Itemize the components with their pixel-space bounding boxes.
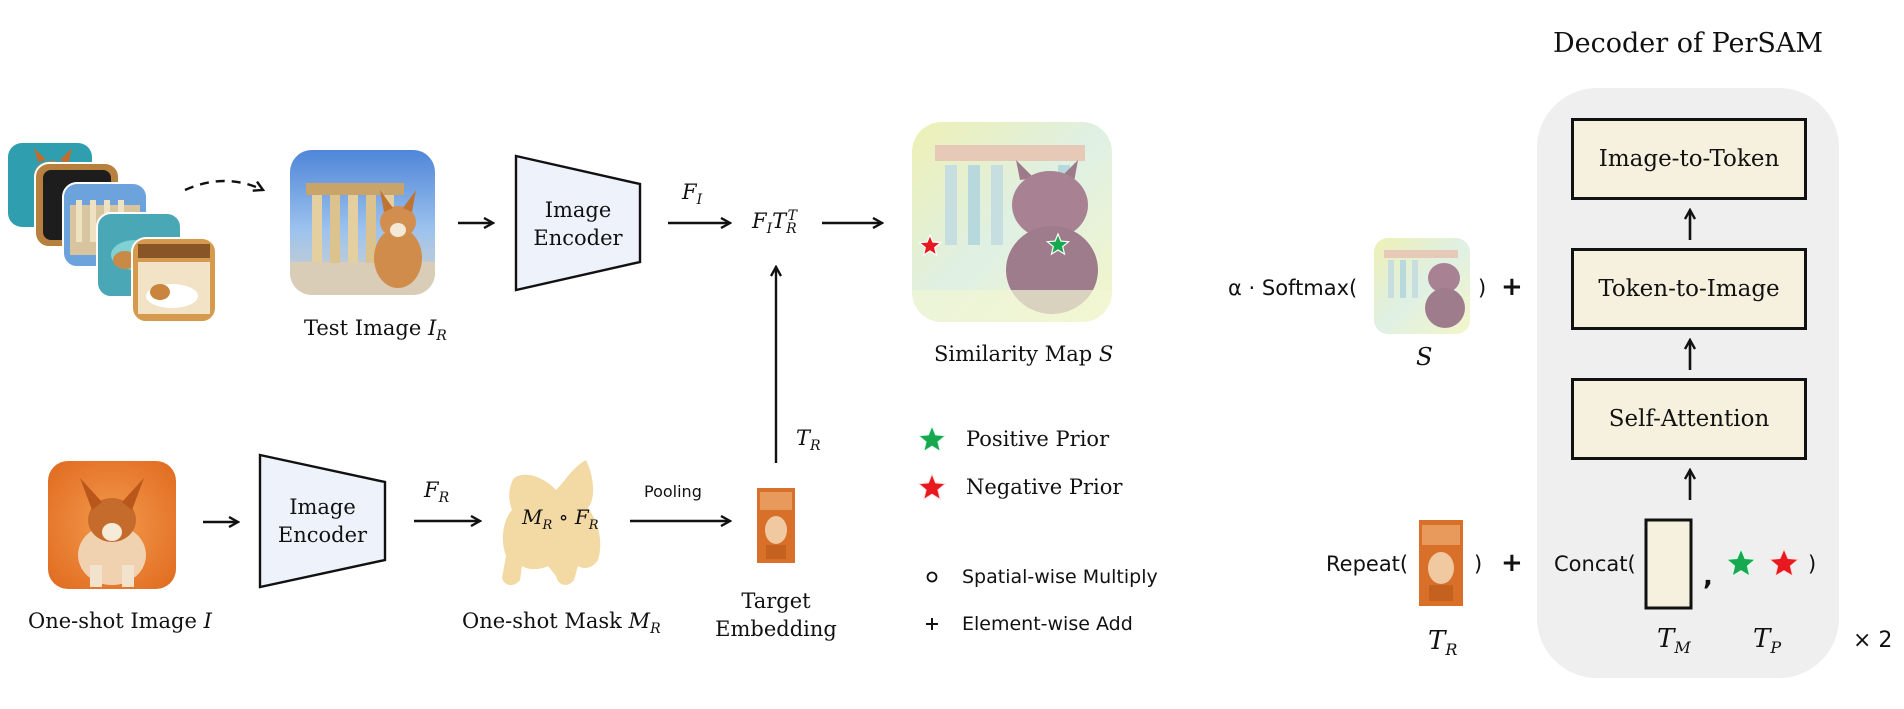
product-f: F [752, 209, 767, 233]
mask-formula-msub: R [542, 518, 553, 533]
similarity-label-text: Similarity Map [934, 342, 1093, 366]
oneshot-image-label-text: One-shot Image [28, 609, 197, 633]
oneshot-mask-shape [502, 460, 601, 586]
tr-label: TR [796, 426, 821, 454]
legend-negative-star-icon [917, 472, 947, 501]
stack-dashed-arrow [184, 179, 263, 190]
mask-formula-op: ∘ [558, 505, 569, 529]
product-sub2: R [786, 221, 797, 238]
tm-symbol-letter: T [1657, 624, 1675, 654]
tp-negative-star-icon [1768, 547, 1800, 578]
tm-symbol: TM [1657, 624, 1691, 657]
fr-label-letter: F [424, 478, 439, 502]
oneshot-image-symbol: I [203, 609, 212, 633]
tm-symbol-sub: M [1674, 638, 1691, 658]
tr-label-sub: R [810, 438, 821, 455]
mask-formula-f: F [574, 505, 589, 529]
block-image-to-token: Image-to-Token [1571, 118, 1807, 200]
target-embedding-image [757, 488, 795, 563]
target-line2: Embedding [715, 617, 837, 641]
mask-symbol: M [628, 609, 651, 633]
concat-label: Concat( [1554, 552, 1636, 576]
test-image-label-text: Test Image [304, 316, 422, 340]
tm-token-box [1644, 518, 1693, 610]
legend-add-label: Element-wise Add [962, 613, 1133, 635]
stack-image-5 [131, 237, 217, 323]
tr-symbol-sub: R [1445, 640, 1458, 660]
block-token-to-image: Token-to-Image [1571, 248, 1807, 330]
target-line1: Target [741, 589, 811, 613]
test-image-symbol: I [427, 316, 437, 340]
pooling-label: Pooling [644, 482, 702, 501]
legend-negative-label: Negative Prior [966, 475, 1123, 499]
plus-sign-bottom: + [1501, 548, 1523, 578]
small-similarity-map [1374, 238, 1470, 334]
tr-label-letter: T [796, 426, 811, 450]
legend-add-icon [926, 618, 938, 630]
bottom-encoder-line2: Encoder [277, 523, 368, 547]
fr-label: FR [424, 478, 449, 506]
legend-positive-star-icon [917, 424, 947, 453]
similarity-map [912, 122, 1112, 322]
mask-symbol-sub: R [650, 621, 661, 638]
repeat-count-label: × 2 [1853, 628, 1893, 653]
mask-formula: MR ∘ FR [522, 505, 599, 533]
bottom-encoder-line1: Image [289, 495, 356, 519]
similarity-label: Similarity Map S [934, 342, 1113, 366]
small-target-embedding [1419, 520, 1463, 606]
fi-label-letter: F [682, 180, 697, 204]
concat-comma: , [1703, 562, 1713, 592]
product-t: T [772, 209, 787, 233]
tp-symbol: TP [1753, 624, 1781, 657]
sim-negative-star-icon [917, 233, 943, 257]
alpha-softmax-close: ) [1478, 276, 1487, 300]
tr-symbol-letter: T [1428, 626, 1446, 656]
oneshot-image [48, 461, 176, 589]
bottom-encoder-label: Image Encoder [260, 493, 385, 549]
test-image-sub: R [436, 328, 447, 345]
fi-label-sub: I [696, 192, 703, 209]
mask-formula-fsub: R [588, 518, 599, 533]
test-image [290, 150, 435, 295]
tr-symbol-decoder: TR [1428, 626, 1457, 659]
top-encoder-line1: Image [544, 198, 612, 222]
product-label: FITRT [752, 208, 806, 237]
tp-positive-star-icon [1725, 547, 1757, 578]
mask-formula-m: M [522, 505, 543, 529]
concat-close: ) [1808, 552, 1817, 576]
product-sup: T [787, 208, 798, 224]
target-embedding-label: Target Embedding [706, 587, 846, 643]
test-image-label: Test Image IR [304, 316, 447, 344]
repeat-close: ) [1474, 552, 1483, 576]
s-symbol: S [1416, 343, 1433, 371]
tp-symbol-sub: P [1770, 638, 1782, 658]
example-images-stack [8, 143, 263, 323]
tp-symbol-letter: T [1753, 624, 1771, 654]
oneshot-image-label: One-shot Image I [28, 609, 212, 633]
bottom-image-encoder-shape [258, 453, 387, 589]
fr-label-sub: R [438, 490, 450, 507]
top-encoder-label: Image Encoder [516, 196, 640, 252]
mask-label-text: One-shot Mask [462, 609, 622, 633]
sim-positive-star-icon [1045, 232, 1071, 256]
fi-label: FI [682, 180, 702, 208]
alpha-softmax-label: α · Softmax( [1228, 276, 1358, 300]
legend-positive-label: Positive Prior [966, 427, 1110, 451]
mask-label: One-shot Mask MR [462, 609, 661, 637]
legend-multiply-label: Spatial-wise Multiply [962, 566, 1158, 588]
top-encoder-line2: Encoder [533, 226, 623, 250]
block-self-attention: Self-Attention [1571, 378, 1807, 460]
similarity-symbol: S [1098, 342, 1114, 366]
plus-sign-top: + [1501, 272, 1523, 302]
legend-multiply-icon [926, 571, 938, 583]
top-image-encoder-shape [514, 154, 642, 292]
product-sub1: I [766, 221, 773, 238]
repeat-label: Repeat( [1326, 552, 1409, 576]
decoder-title: Decoder of PerSAM [1553, 28, 1824, 59]
